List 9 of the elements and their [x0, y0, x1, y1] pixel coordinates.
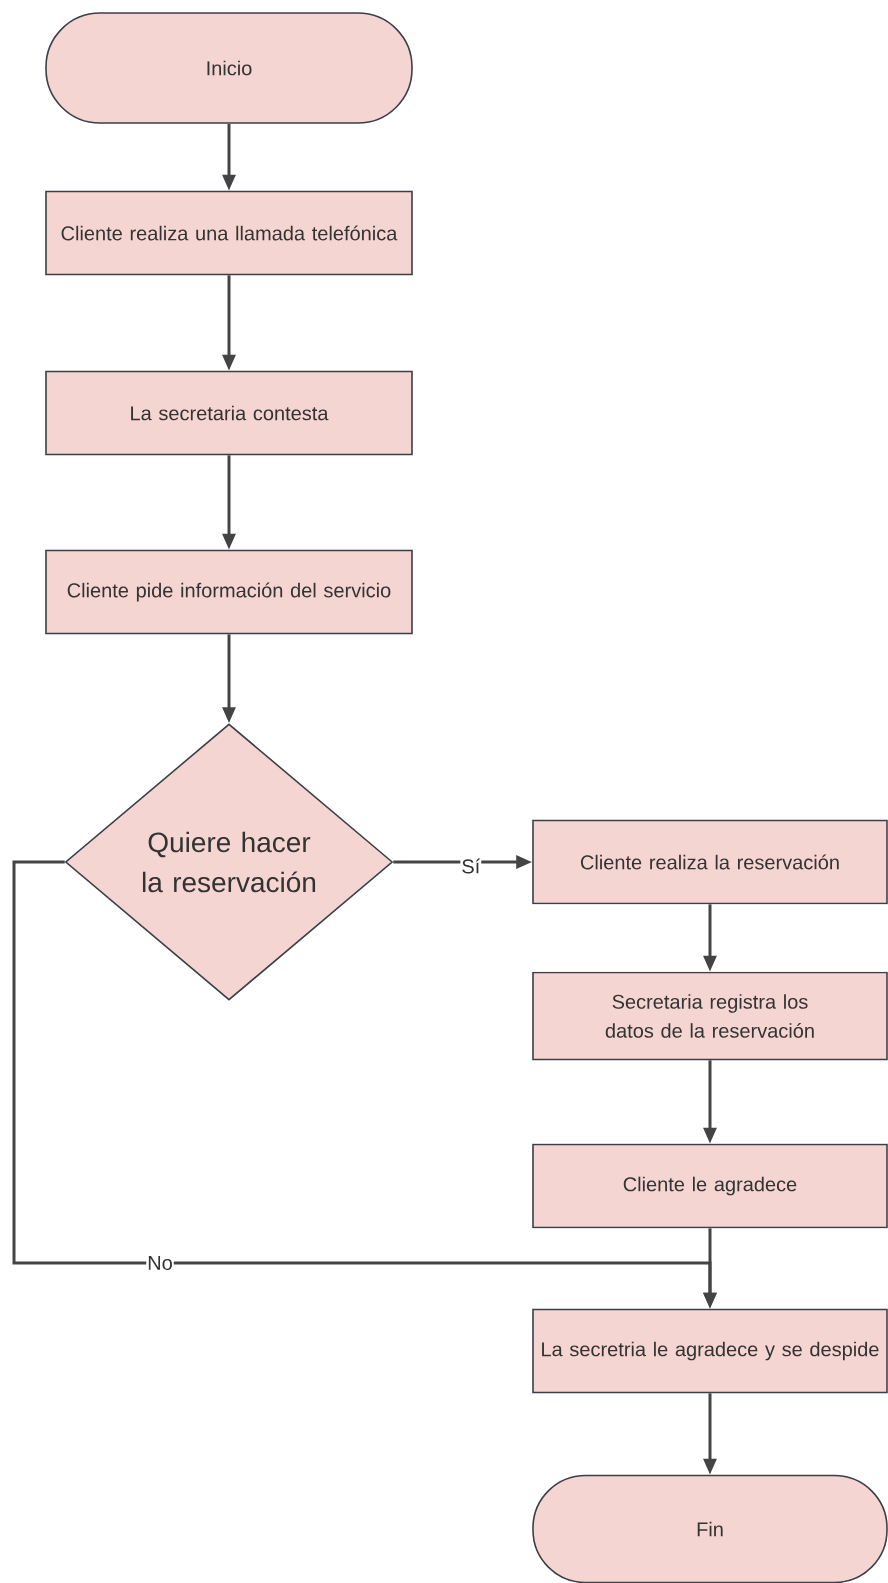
process-box: Cliente le agradece [532, 1143, 888, 1229]
process-box: La secretria le agradece y se despide [532, 1308, 888, 1394]
edge-label: No [146, 1255, 174, 1271]
process-box: Cliente pide información del servicio [45, 549, 413, 635]
process-box: Cliente realiza la reservación [532, 819, 888, 905]
process-box: Secretaria registra los datos de la reservación [532, 971, 888, 1061]
process-box: Cliente realiza una llamada telefónica [45, 190, 413, 276]
edge-label: Sí [460, 857, 482, 875]
process-box: La secretaria contesta [45, 370, 413, 456]
